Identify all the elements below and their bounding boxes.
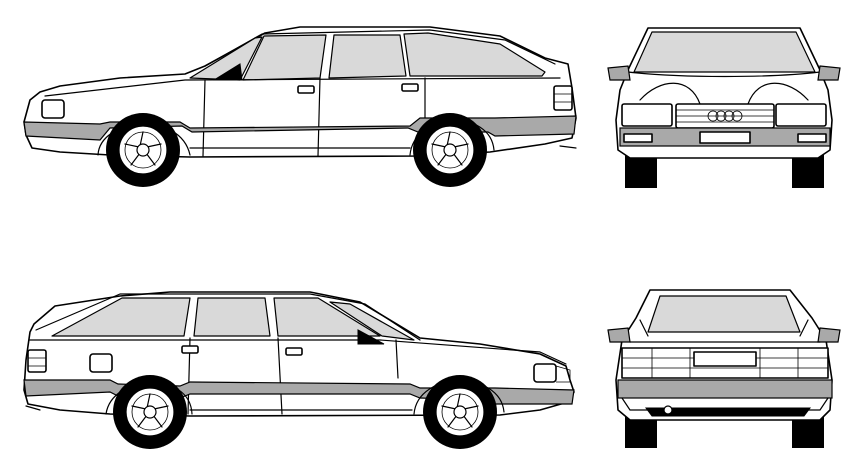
front-fog-right bbox=[797, 133, 827, 143]
front-wheel-side bbox=[106, 113, 180, 187]
headlight-front-right bbox=[775, 103, 827, 127]
rear-door-handle-r bbox=[181, 345, 199, 354]
rear-quarter-window bbox=[403, 32, 546, 77]
rear-door-window bbox=[328, 34, 407, 79]
front-mirror-left bbox=[607, 65, 631, 81]
rear-bumper bbox=[617, 379, 833, 399]
headlight-side bbox=[41, 99, 65, 119]
rear-wheel-side-r bbox=[113, 375, 187, 449]
fuel-filler-cap bbox=[89, 353, 113, 373]
front-door-window-r bbox=[273, 297, 381, 337]
front-door-window bbox=[242, 34, 327, 81]
headlight-side-r bbox=[533, 363, 557, 383]
windshield-front bbox=[633, 31, 816, 73]
rear-door-window-r bbox=[193, 297, 271, 337]
rear-mirror-right bbox=[817, 327, 841, 343]
exhaust-tip bbox=[663, 405, 673, 415]
front-fog-left bbox=[623, 133, 653, 143]
rear-door-handle bbox=[401, 83, 419, 92]
rear-quarter-window-r bbox=[51, 297, 191, 337]
front-grille bbox=[675, 103, 775, 129]
rear-license-plate bbox=[693, 351, 757, 367]
rear-mirror-left bbox=[607, 327, 631, 343]
taillight-side-r bbox=[27, 349, 47, 373]
front-view bbox=[607, 27, 841, 188]
rear-window bbox=[647, 295, 801, 333]
rear-view bbox=[607, 289, 841, 448]
side-view-left bbox=[23, 26, 577, 187]
front-mirror-right bbox=[817, 65, 841, 81]
side-view-right bbox=[23, 291, 575, 449]
windshield-r bbox=[329, 301, 415, 341]
headlight-front-left bbox=[621, 103, 673, 127]
front-door-handle-r bbox=[285, 347, 303, 356]
front-license-plate bbox=[699, 131, 751, 144]
rear-light-band bbox=[621, 347, 829, 379]
rear-wheel-side bbox=[413, 113, 487, 187]
front-wheel-side-r bbox=[423, 375, 497, 449]
front-door-handle bbox=[297, 85, 315, 94]
taillight-side bbox=[553, 85, 573, 111]
rear-valance bbox=[645, 407, 811, 417]
